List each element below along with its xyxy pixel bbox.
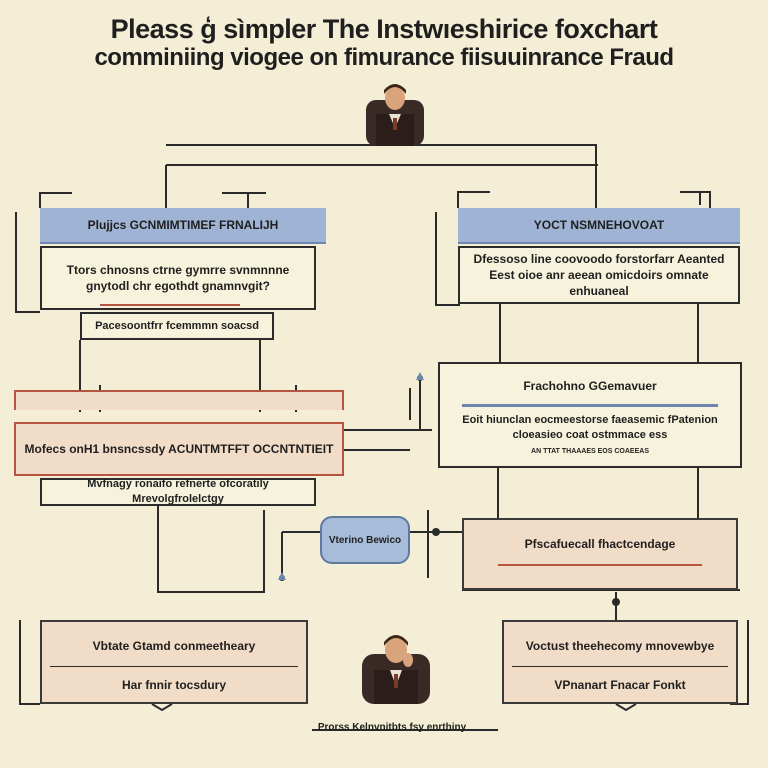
left-alert: Mofecs onH1 bnsncssdy ACUNTMTFFT OCCNTNT…	[14, 422, 344, 476]
right-panel-body: Eoit hiunclan eocmeestorse faeasemic fPa…	[462, 414, 718, 442]
bottom-right-box: Voctust theehecomy mnovewbye VPnanart Fn…	[502, 620, 738, 704]
left-subbox: Pacesoontfrr fcemmmn soacsd	[80, 312, 274, 340]
left-header: Plujjcs GCNMIMTIMEF FRNALIJH	[40, 208, 326, 244]
left-body: Ttors chnosns ctrne gymrre svnmnnne gnyt…	[40, 246, 316, 310]
left-note: Mvfnagy ronaifo refnerte ofcoratily Mrev…	[40, 478, 316, 506]
bottom-left-sub: Har fnnir tocsdury	[121, 678, 226, 693]
right-decision-label: Pfscafuecall fhactcendage	[524, 537, 676, 551]
left-body-underline	[100, 304, 240, 306]
chart-title-line-2: comminiing viogee on fimurance fiisuuinr…	[94, 44, 674, 71]
suspect-avatar	[360, 628, 432, 704]
right-panel-fine: AN TTAT THAAAES EOS COAEEAS	[531, 447, 649, 455]
manager-avatar	[364, 78, 426, 146]
right-panel: Frachohno GGemavuer Eoit hiunclan eocmee…	[438, 362, 742, 468]
bottom-left-title: Vbtate Gtamd conmeetheary	[92, 639, 256, 653]
footer-caption: Prorss Kelnvnitbts fsy enrthiny	[317, 722, 467, 733]
bottom-left-box: Vbtate Gtamd conmeetheary Har fnnir tocs…	[40, 620, 308, 704]
bottom-right-sub: VPnanart Fnacar Fonkt	[554, 678, 686, 693]
right-header: YOCT NSMNEHOVOAT	[458, 208, 740, 244]
right-decision-rule	[498, 564, 702, 567]
right-decision: Pfscafuecall fhactcendage	[462, 518, 738, 590]
right-panel-rule	[462, 404, 718, 408]
bottom-right-title: Voctust theehecomy mnovewbye	[525, 639, 715, 653]
top-bar	[166, 144, 597, 165]
center-node: Vterino Bewico	[320, 516, 410, 564]
right-panel-title: Frachohno GGemavuer	[523, 379, 657, 393]
right-body: Dfessoso line coovoodo forstorfarr Aeant…	[458, 246, 740, 304]
alert-tab	[14, 390, 344, 410]
left-bracket	[39, 192, 72, 208]
chart-title-line-1: Pleass ģ sìmpler The Instwıeshirice foxc…	[110, 14, 658, 44]
